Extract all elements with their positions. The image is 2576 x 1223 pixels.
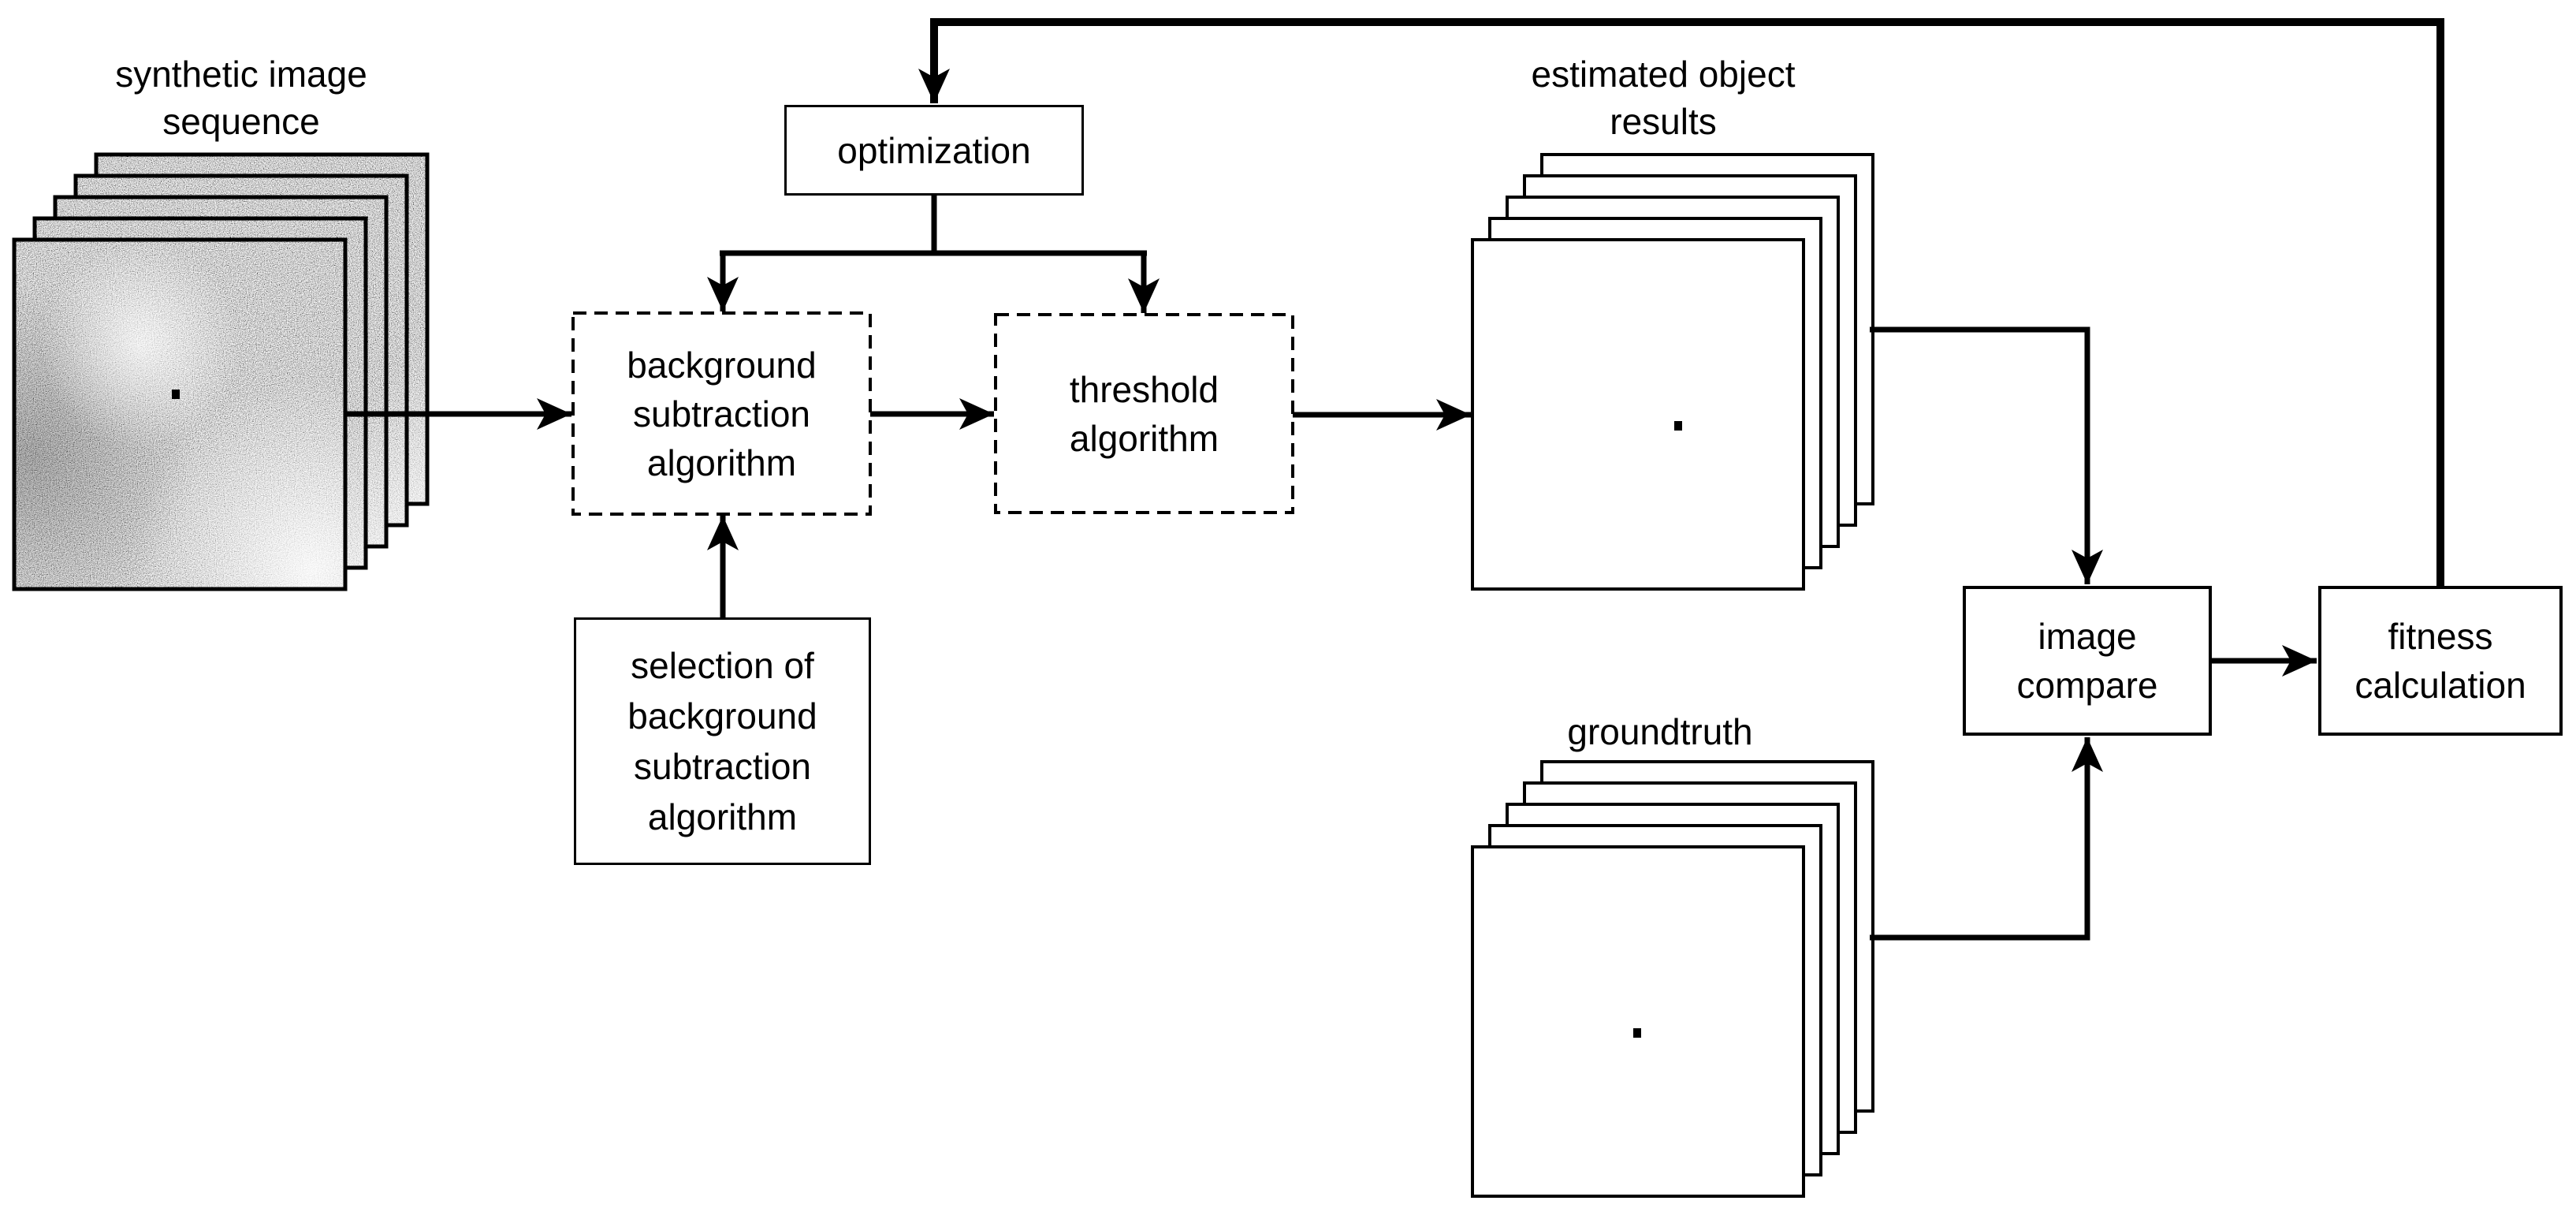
- box-line: threshold: [1069, 368, 1219, 410]
- box-line: subtraction: [633, 746, 811, 787]
- box-line: subtraction: [632, 393, 810, 434]
- object-dot: [172, 390, 180, 399]
- optimization-box: optimization: [784, 105, 1084, 196]
- box-line: algorithm: [647, 796, 798, 837]
- feedback-arrow-fitness-to-optimization: [918, 18, 2444, 586]
- object-dot: [1674, 421, 1682, 431]
- estimated-results-stack: [1471, 153, 1874, 591]
- box-line: algorithm: [646, 442, 797, 483]
- object-dot: [1633, 1028, 1641, 1038]
- groundtruth-label: groundtruth: [1463, 708, 1857, 755]
- image-compare-box: image compare: [1963, 586, 2212, 736]
- arrow-results-to-image-compare: [1870, 326, 2103, 584]
- selection-box: selection of background subtraction algo…: [574, 617, 871, 865]
- box-line: algorithm: [1069, 417, 1219, 459]
- groundtruth-stack: [1471, 760, 1874, 1198]
- label-line: groundtruth: [1567, 711, 1753, 752]
- label-line: synthetic image: [115, 54, 367, 95]
- estimated-results-label: estimated object results: [1466, 50, 1860, 145]
- box-line: fitness: [2388, 616, 2493, 657]
- flow-arrows: [345, 196, 2317, 941]
- box-line: compare: [2016, 665, 2158, 706]
- white-frame-front: [1471, 238, 1805, 591]
- box-line: optimization: [837, 129, 1031, 171]
- background-subtraction-box-outline: [571, 311, 872, 516]
- label-line: results: [1610, 101, 1717, 142]
- threshold-algorithm-box: threshold algorithm: [996, 315, 1293, 513]
- label-line: sequence: [162, 101, 320, 142]
- box-line: background: [627, 344, 817, 386]
- box-line: image: [2038, 616, 2137, 657]
- synthetic-image-stack: [12, 152, 430, 591]
- label-line: estimated object: [1531, 54, 1796, 95]
- box-line: background: [627, 695, 817, 736]
- synthetic-sequence-label: synthetic image sequence: [44, 50, 438, 145]
- fitness-calculation-box: fitness calculation: [2318, 586, 2563, 736]
- arrow-groundtruth-to-image-compare: [1870, 737, 2103, 941]
- box-line: calculation: [2355, 665, 2526, 706]
- white-frame-front: [1471, 845, 1805, 1198]
- noisy-frame-front: [12, 237, 348, 591]
- background-subtraction-box: background subtraction algorithm: [573, 313, 870, 514]
- box-line: selection of: [631, 645, 814, 686]
